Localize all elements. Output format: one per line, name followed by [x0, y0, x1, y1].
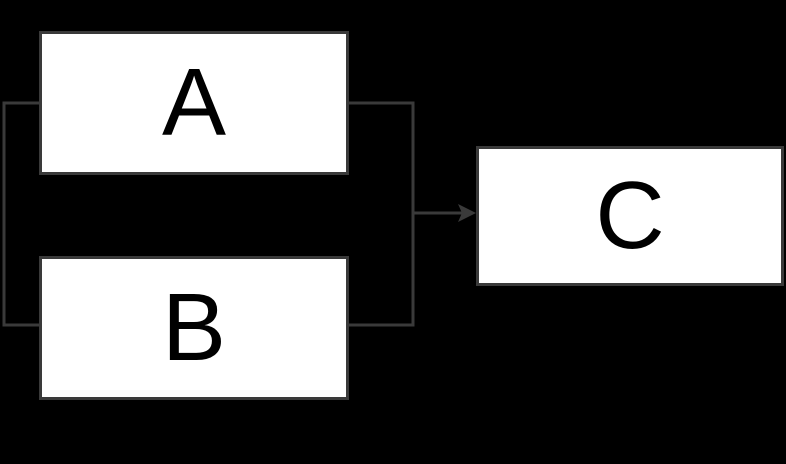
node-a-label: A	[161, 49, 227, 156]
edge-a-b-group[interactable]	[2, 101, 39, 327]
node-a[interactable]: A	[39, 31, 349, 175]
node-c[interactable]: C	[476, 146, 784, 286]
node-b[interactable]: B	[39, 256, 349, 400]
edge-b-to-c[interactable]	[349, 213, 415, 327]
node-b-label: B	[161, 274, 227, 381]
arrowhead-icon	[458, 204, 476, 222]
node-c-label: C	[595, 162, 665, 269]
edge-a-to-c[interactable]	[349, 101, 415, 213]
